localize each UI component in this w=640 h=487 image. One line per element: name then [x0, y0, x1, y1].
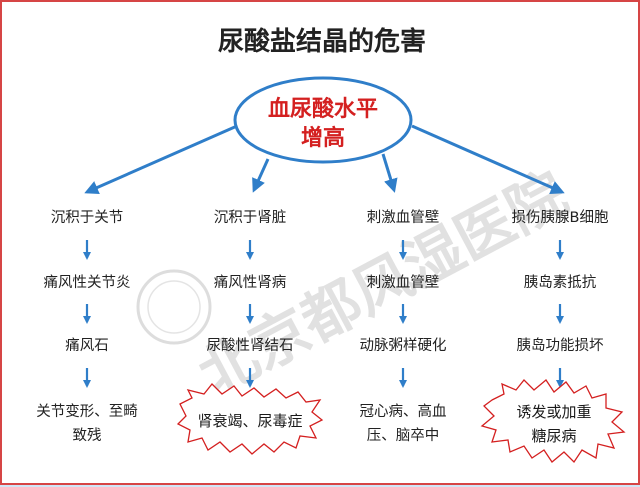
col-3-final-line-2: 压、脑卒中	[367, 427, 440, 444]
center-label-line1: 血尿酸水平	[268, 96, 378, 122]
col-3-item-1: 刺激血管壁	[367, 274, 440, 291]
column-pancreas: 损伤胰腺B细胞 胰岛素抵抗 胰岛功能损坏 诱发或加重 糖尿病	[480, 209, 626, 464]
arrow-to-col-3	[381, 153, 398, 193]
col-3-header: 刺激血管壁	[367, 209, 440, 226]
col-1-final-line-1: 关节变形、至畸	[36, 403, 138, 420]
col-4-item-2: 胰岛功能损坏	[517, 337, 604, 354]
col-2-header: 沉积于肾脏	[214, 209, 287, 226]
col-3-item-2: 动脉粥样硬化	[360, 337, 447, 354]
col-4-header: 损伤胰腺B细胞	[512, 209, 609, 226]
col-2-final-line-1: 肾衰竭、尿毒症	[197, 412, 302, 430]
column-vessel: 刺激血管壁 刺激血管壁 动脉粥样硬化 冠心病、高血 压、脑卒中	[360, 209, 447, 444]
col-1-item-1: 痛风性关节炎	[44, 274, 131, 291]
col-4-final-burst	[480, 379, 626, 464]
page-title: 尿酸盐结晶的危害	[218, 26, 426, 57]
col-1-item-2: 痛风石	[65, 337, 109, 354]
column-kidney: 沉积于肾脏 痛风性肾病 尿酸性肾结石 肾衰竭、尿毒症	[176, 209, 324, 455]
arrow-to-col-4	[411, 124, 565, 194]
col-1-final-line-2: 致残	[73, 427, 102, 444]
arrow-to-col-2	[252, 158, 270, 193]
col-4-final-line-1: 诱发或加重	[516, 403, 591, 421]
col-4-item-1: 胰岛素抵抗	[524, 274, 597, 291]
watermark-seal-inner	[147, 280, 201, 334]
col-2-final-burst	[176, 383, 324, 455]
column-joint: 沉积于关节 痛风性关节炎 痛风石 关节变形、至畸 致残	[36, 209, 138, 444]
col-3-final-line-1: 冠心病、高血	[360, 403, 447, 420]
watermark: 北京都风湿医院	[136, 159, 578, 410]
arrow-to-col-1	[84, 124, 238, 194]
center-ellipse	[233, 76, 413, 164]
center-label-line2: 增高	[301, 125, 345, 151]
col-1-header: 沉积于关节	[51, 209, 124, 226]
col-2-item-2: 尿酸性肾结石	[207, 337, 294, 354]
col-4-final-line-2: 糖尿病	[531, 427, 576, 445]
watermark-seal-icon	[136, 269, 212, 345]
col-2-item-1: 痛风性肾病	[214, 274, 287, 291]
